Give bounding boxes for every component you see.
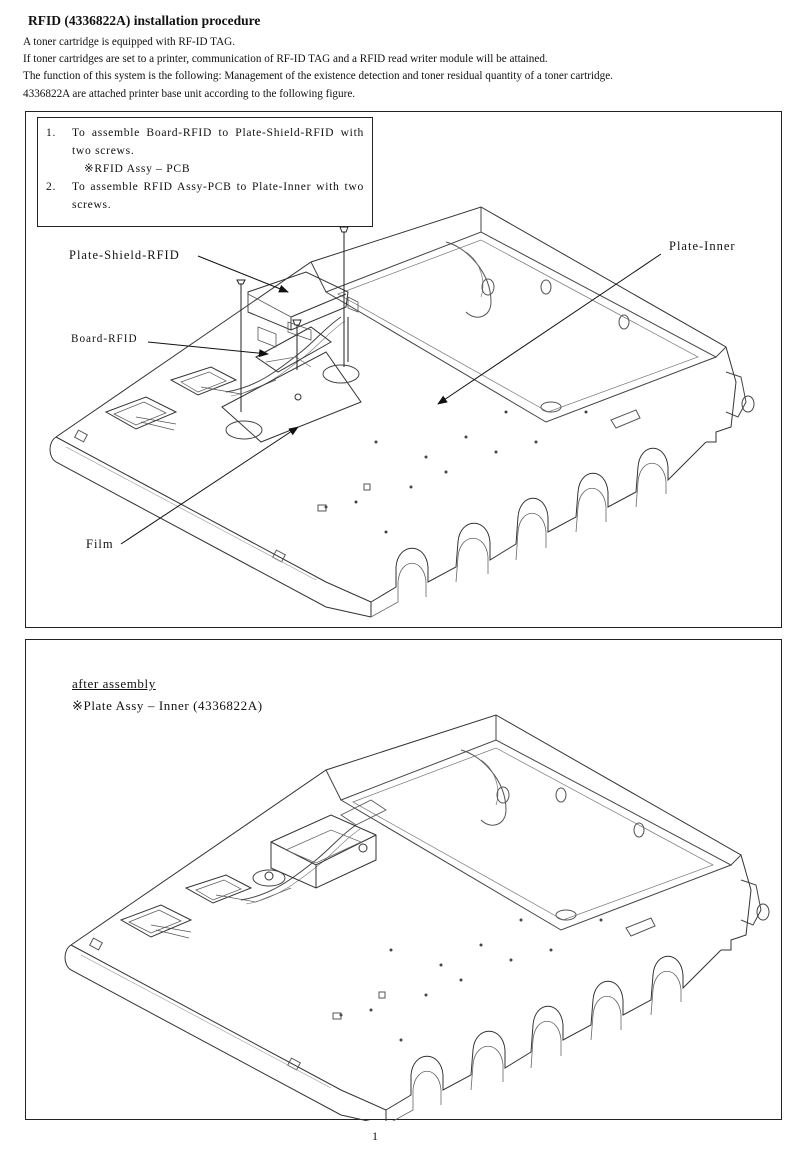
after-assembly-subheading: ※Plate Assy – Inner (4336822A) bbox=[72, 698, 263, 713]
film-part bbox=[221, 351, 362, 443]
board-rfid-arrow bbox=[147, 341, 269, 358]
step-number: 1. bbox=[46, 126, 57, 139]
board-rfid-part bbox=[255, 326, 332, 373]
step-text: To assemble Board-RFID to Plate-Shield-R… bbox=[72, 126, 364, 157]
plate-shield-arrow bbox=[197, 255, 289, 293]
intro-line: 4336822A are attached printer base unit … bbox=[23, 87, 356, 100]
exploded-assembly-drawing bbox=[49, 206, 755, 618]
assembly-steps-box: 1. To assemble Board-RFID to Plate-Shiel… bbox=[37, 117, 373, 227]
step-1: 1. To assemble Board-RFID to Plate-Shiel… bbox=[46, 124, 364, 160]
step-number: 2. bbox=[46, 180, 57, 193]
callout-film: Film bbox=[86, 537, 114, 551]
step-text: To assemble RFID Assy-PCB to Plate-Inner… bbox=[72, 180, 364, 211]
after-assembly-heading: after assembly bbox=[72, 676, 156, 691]
intro-text: A toner cartridge is equipped with RF-ID… bbox=[23, 34, 613, 103]
intro-line: The function of this system is the follo… bbox=[23, 70, 613, 83]
intro-line: If toner cartridges are set to a printer… bbox=[23, 53, 548, 66]
document-title: RFID (4336822A) installation procedure bbox=[28, 13, 261, 28]
after-assembly-panel: after assembly ※Plate Assy – Inner (4336… bbox=[25, 639, 782, 1121]
step-1-note: ※RFID Assy – PCB bbox=[84, 162, 191, 175]
callout-plate-inner: Plate-Inner bbox=[669, 239, 736, 253]
plate-inner-arrow bbox=[437, 253, 662, 405]
callout-board-rfid: Board-RFID bbox=[71, 333, 138, 345]
assembled-plate-drawing bbox=[64, 714, 770, 1121]
intro-line: A toner cartridge is equipped with RF-ID… bbox=[23, 36, 236, 48]
step-2: 2. To assemble RFID Assy-PCB to Plate-In… bbox=[46, 178, 364, 214]
callout-plate-shield-rfid: Plate-Shield-RFID bbox=[69, 248, 180, 262]
film-arrow bbox=[120, 426, 299, 545]
page-number: 1 bbox=[372, 1129, 378, 1143]
assembly-figure-panel: 1. To assemble Board-RFID to Plate-Shiel… bbox=[25, 111, 782, 628]
